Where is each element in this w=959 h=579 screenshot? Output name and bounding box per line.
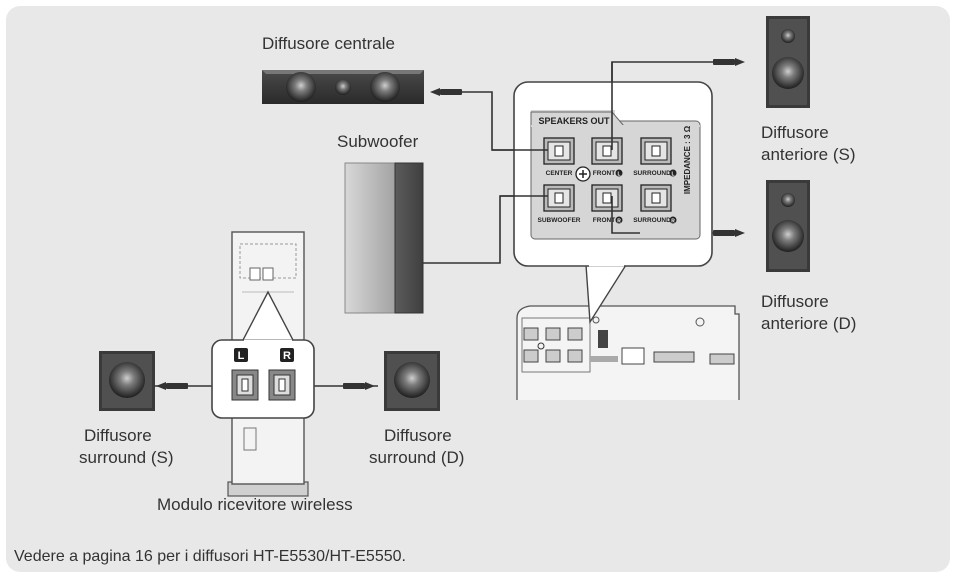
front-left-jack-label: FRONT: [593, 170, 615, 177]
front-left-label-line2: anteriore (S): [761, 145, 856, 164]
wire-plugs: [156, 58, 745, 390]
surround-right-speaker: [384, 351, 440, 411]
wireless-terminal-right: [268, 369, 296, 401]
main-unit-rear: [516, 305, 740, 400]
plus-symbol: [575, 166, 591, 182]
wireless-terminal-left: [231, 369, 259, 401]
front-right-jack: [591, 184, 623, 212]
surround-right-label-line2: surround (D): [369, 448, 465, 467]
surround-left-badge-text: L: [671, 171, 674, 177]
surround-left-badge: [669, 169, 677, 177]
front-left-speaker: [766, 16, 810, 108]
front-right-speaker: [766, 180, 810, 272]
subwoofer-jack: [543, 184, 575, 212]
front-right-badge-text: R: [617, 218, 621, 224]
wireless-right-badge-text: R: [283, 350, 291, 362]
center-speaker: [262, 70, 424, 104]
surround-left-speaker: [99, 351, 155, 411]
front-left-label-line1: Diffusore: [761, 123, 829, 142]
surround-left-jack: [640, 137, 672, 165]
center-jack-label: CENTER: [546, 170, 573, 177]
surround-right-badge: [669, 216, 677, 224]
surround-right-label-line1: Diffusore: [384, 426, 452, 445]
subwoofer-label: Subwoofer: [337, 132, 419, 151]
surround-right-jack: [640, 184, 672, 212]
front-right-label-line2: anteriore (D): [761, 314, 857, 333]
surround-left-jack-label: SURROUND: [633, 170, 671, 177]
surround-right-jack-label: SURROUND: [633, 217, 671, 224]
footnote: Vedere a pagina 16 per i diffusori HT-E5…: [14, 548, 406, 565]
front-right-jack-label: FRONT: [593, 217, 615, 224]
wireless-receiver-module: [211, 231, 315, 497]
front-right-badge: [615, 216, 623, 224]
speakers-out-title: SPEAKERS OUT: [538, 116, 610, 126]
center-speaker-label: Diffusore centrale: [262, 34, 395, 53]
front-left-badge: [615, 169, 623, 177]
surround-left-label-line2: surround (S): [79, 448, 174, 467]
front-right-label-line1: Diffusore: [761, 292, 829, 311]
surround-left-label-line1: Diffusore: [84, 426, 152, 445]
subwoofer-speaker: [344, 162, 424, 314]
front-left-jack: [591, 137, 623, 165]
wireless-module-label: Modulo ricevitore wireless: [157, 495, 353, 514]
front-left-badge-text: L: [617, 171, 620, 177]
subwoofer-jack-label: SUBWOOFER: [538, 217, 581, 224]
wireless-right-badge: [280, 348, 294, 362]
wireless-left-badge-text: L: [238, 350, 245, 362]
center-jack: [543, 137, 575, 165]
terminal-jacks: [543, 137, 672, 212]
surround-right-badge-text: R: [671, 218, 675, 224]
callout-wire-ends: [492, 62, 640, 234]
impedance-label: IMPEDANCE : 3 Ω: [683, 125, 692, 194]
wireless-left-badge: [234, 348, 248, 362]
